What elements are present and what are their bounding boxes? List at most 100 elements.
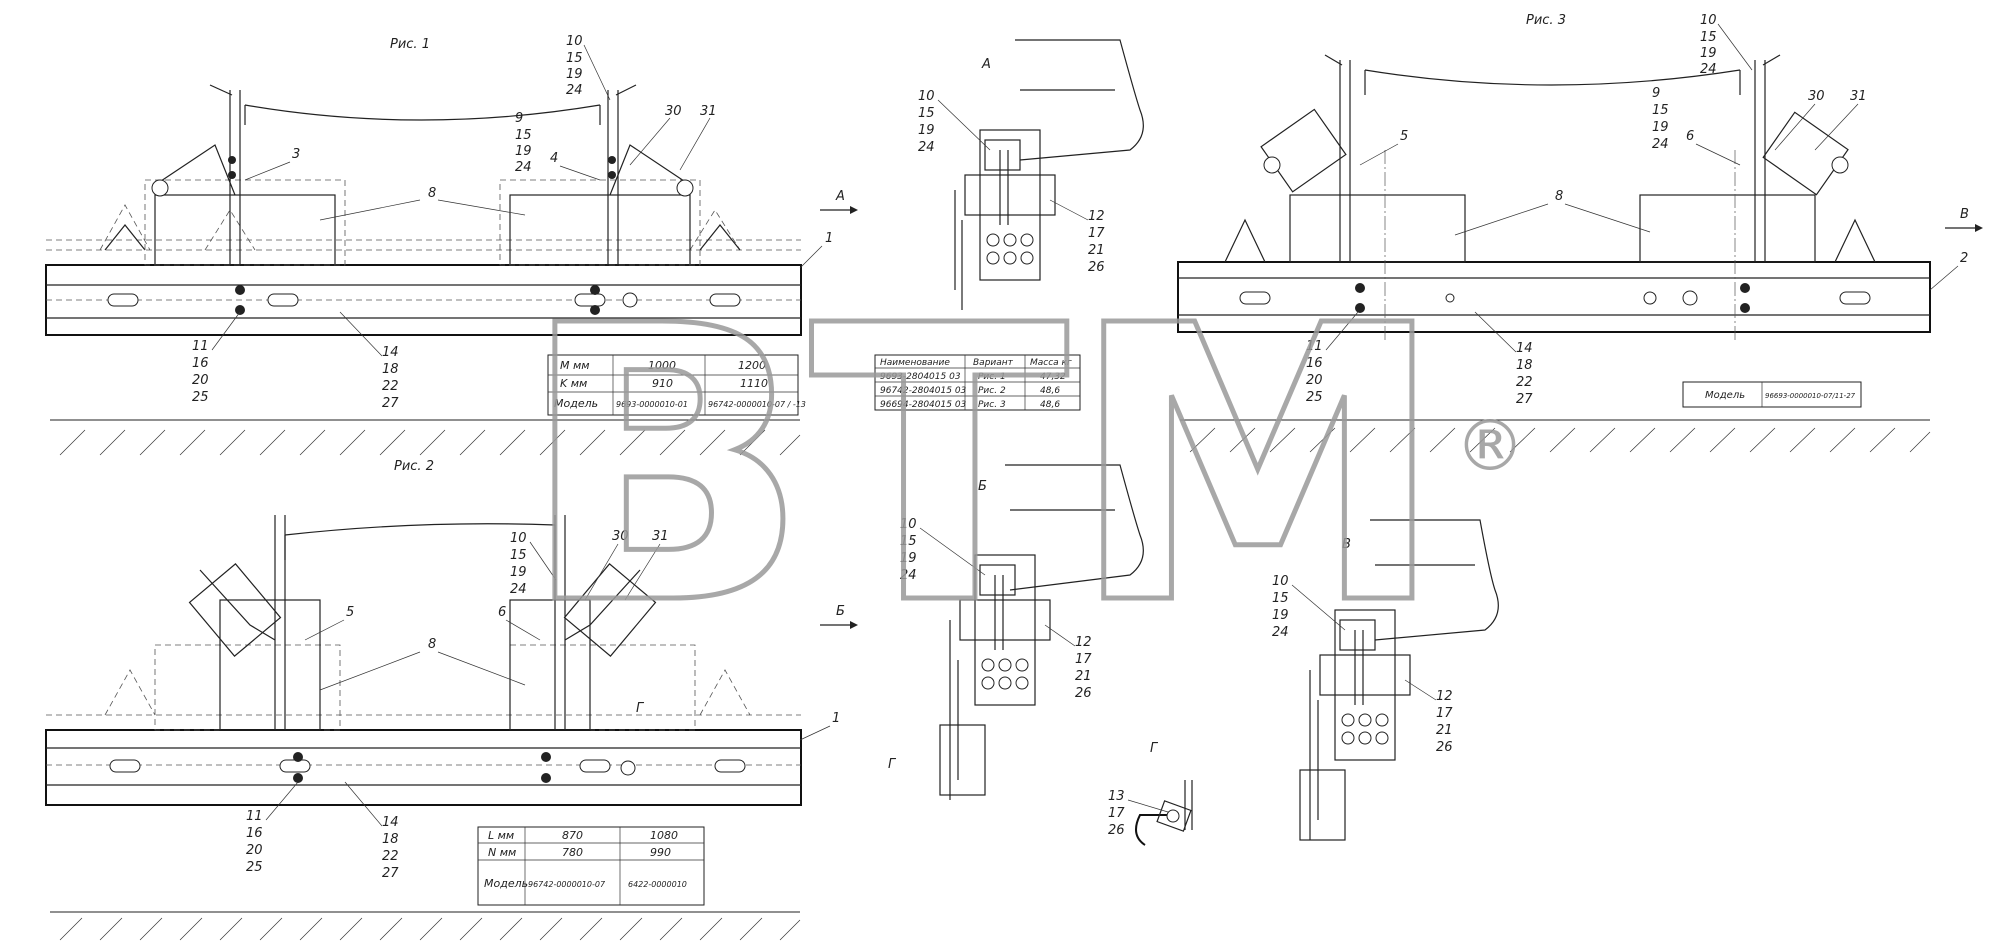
- svg-text:15: 15: [1272, 591, 1289, 606]
- table-dimensions-1: M мм 1000 1200 K мм 910 1110 Модель 9693…: [547, 354, 806, 416]
- svg-text:1000: 1000: [648, 359, 676, 372]
- svg-text:48,6: 48,6: [1040, 400, 1060, 410]
- svg-text:26: 26: [1088, 260, 1105, 275]
- svg-text:Б: Б: [978, 479, 987, 494]
- svg-text:5: 5: [346, 605, 354, 620]
- svg-text:20: 20: [1306, 373, 1323, 388]
- svg-text:Масса кг: Масса кг: [1030, 358, 1072, 368]
- svg-text:96693-0000010-07/11-27: 96693-0000010-07/11-27: [1765, 392, 1856, 400]
- svg-text:4: 4: [550, 151, 558, 166]
- svg-text:870: 870: [562, 829, 583, 842]
- svg-text:11: 11: [192, 339, 209, 354]
- svg-text:3: 3: [292, 147, 300, 162]
- svg-text:25: 25: [1306, 390, 1323, 405]
- svg-text:20: 20: [246, 843, 263, 858]
- svg-text:9693-2804015 03: 9693-2804015 03: [880, 372, 961, 382]
- table-model-3: Модель 96693-0000010-07/11-27: [1682, 381, 1862, 408]
- svg-text:14: 14: [382, 815, 399, 830]
- svg-text:27: 27: [1516, 392, 1533, 407]
- svg-text:96742-0000010-07 / -13: 96742-0000010-07 / -13: [708, 400, 806, 409]
- svg-text:Модель: Модель: [554, 397, 598, 410]
- svg-text:22: 22: [382, 849, 399, 864]
- figure-3: Рис. 3 10 15 19 24: [1177, 13, 1983, 453]
- svg-text:15: 15: [566, 51, 583, 66]
- svg-text:16: 16: [246, 826, 263, 841]
- svg-text:15: 15: [515, 128, 532, 143]
- bumper-beam-3: [1177, 261, 1931, 333]
- svg-text:24: 24: [900, 568, 917, 583]
- svg-text:14: 14: [382, 345, 399, 360]
- svg-text:Вариант: Вариант: [973, 358, 1014, 368]
- svg-text:6: 6: [1686, 129, 1694, 144]
- svg-text:12: 12: [1088, 209, 1105, 224]
- svg-text:15: 15: [1700, 30, 1717, 45]
- svg-text:12: 12: [1075, 635, 1092, 650]
- svg-text:1110: 1110: [740, 377, 768, 390]
- figure-1-title: Рис. 1: [390, 37, 430, 52]
- svg-text:27: 27: [382, 396, 399, 411]
- svg-text:L мм: L мм: [488, 829, 514, 842]
- svg-text:19: 19: [1652, 120, 1669, 135]
- svg-text:26: 26: [1108, 823, 1125, 838]
- figure-2-title: Рис. 2: [394, 459, 434, 474]
- svg-text:13: 13: [1108, 789, 1125, 804]
- svg-text:47,32: 47,32: [1040, 372, 1066, 382]
- svg-text:48,6: 48,6: [1040, 386, 1060, 396]
- figure-3-title: Рис. 3: [1526, 13, 1566, 28]
- svg-text:24: 24: [1652, 137, 1669, 152]
- watermark-logo: BTM ®: [518, 243, 1526, 691]
- svg-text:10: 10: [1272, 574, 1289, 589]
- svg-text:19: 19: [1272, 608, 1289, 623]
- svg-text:M мм: M мм: [560, 359, 590, 372]
- svg-text:17: 17: [1108, 806, 1125, 821]
- svg-text:31: 31: [700, 104, 717, 119]
- svg-text:780: 780: [562, 846, 583, 859]
- svg-text:2: 2: [1960, 251, 1968, 266]
- svg-text:8: 8: [428, 637, 436, 652]
- svg-text:12: 12: [1436, 689, 1453, 704]
- svg-text:15: 15: [1652, 103, 1669, 118]
- detail-view-a: А 10 15 19 24 12 17 21 26: [918, 39, 1144, 310]
- svg-text:24: 24: [566, 83, 583, 98]
- svg-text:16: 16: [1306, 356, 1323, 371]
- svg-text:11: 11: [246, 809, 263, 824]
- svg-text:Модель: Модель: [1705, 390, 1745, 401]
- svg-text:9: 9: [515, 111, 523, 126]
- svg-text:Наименование: Наименование: [880, 358, 950, 368]
- svg-text:8: 8: [428, 186, 436, 201]
- svg-text:1: 1: [825, 231, 833, 246]
- svg-text:Б: Б: [836, 604, 845, 619]
- svg-text:10: 10: [918, 89, 935, 104]
- svg-text:25: 25: [192, 390, 209, 405]
- svg-text:27: 27: [382, 866, 399, 881]
- svg-text:15: 15: [510, 548, 527, 563]
- svg-text:8: 8: [1555, 189, 1563, 204]
- svg-text:16: 16: [192, 356, 209, 371]
- svg-text:96742-2804015 03: 96742-2804015 03: [880, 386, 967, 396]
- svg-text:6: 6: [498, 605, 506, 620]
- svg-text:9: 9: [1652, 86, 1660, 101]
- svg-text:5: 5: [1400, 129, 1408, 144]
- svg-text:®: ®: [1455, 405, 1525, 487]
- svg-text:15: 15: [918, 106, 935, 121]
- svg-text:910: 910: [652, 377, 673, 390]
- detail-view-b: Б 10 15 19 24 12 17 21 26 Г: [888, 464, 1144, 800]
- svg-text:22: 22: [382, 379, 399, 394]
- svg-text:19: 19: [566, 67, 583, 82]
- svg-text:20: 20: [192, 373, 209, 388]
- svg-text:10: 10: [510, 531, 527, 546]
- svg-text:17: 17: [1088, 226, 1105, 241]
- detail-view-v: В 10 15 19 24 12 17 21 26: [1272, 519, 1499, 841]
- svg-text:В: В: [1960, 207, 1969, 222]
- svg-text:Рис. 3: Рис. 3: [978, 400, 1006, 410]
- table-parts: Наименование Вариант Масса кг 9693-28040…: [874, 354, 1081, 411]
- figure-1: Рис. 1: [45, 34, 858, 456]
- svg-text:18: 18: [382, 832, 399, 847]
- svg-text:30: 30: [665, 104, 682, 119]
- svg-text:96694-2804015 03: 96694-2804015 03: [880, 400, 967, 410]
- svg-text:6422-0000010: 6422-0000010: [628, 880, 687, 889]
- svg-text:21: 21: [1075, 669, 1092, 684]
- svg-text:18: 18: [382, 362, 399, 377]
- table-dimensions-2: L мм 870 1080 N мм 780 990 Модель 96742-…: [477, 826, 705, 906]
